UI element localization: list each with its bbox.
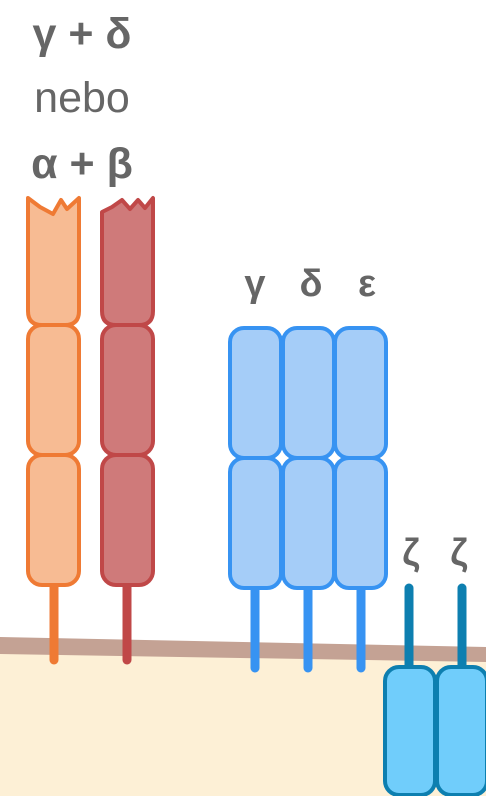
alpha-domain-1 — [26, 196, 81, 327]
epsilon-label: ε — [358, 263, 376, 305]
zeta-chains — [383, 583, 486, 796]
zeta-2-domain — [435, 665, 486, 796]
zeta-2-label: ζ — [450, 532, 468, 574]
cd3-chains — [228, 326, 388, 673]
beta-domain-1 — [100, 196, 155, 327]
gamma-label: γ — [244, 263, 265, 305]
cd3-gamma-domain-lower — [228, 456, 283, 590]
alpha-domain-3 — [26, 453, 81, 587]
beta-domain-3 — [100, 453, 155, 587]
cd3-epsilon-domain-upper — [333, 326, 388, 460]
or-word-label: nebo — [34, 74, 130, 122]
cd3-delta-domain-lower — [281, 456, 336, 590]
cd3-delta-domain-upper — [281, 326, 336, 460]
cd3-gamma-domain-upper — [228, 326, 283, 460]
top-option-label: γ + δ — [33, 10, 132, 58]
zeta-1-label: ζ — [402, 532, 420, 574]
delta-label: δ — [299, 263, 322, 305]
bottom-option-label: α + β — [31, 140, 133, 188]
zeta-1-domain — [383, 665, 437, 796]
alpha-domain-2 — [26, 323, 81, 457]
cytoplasm-area — [0, 650, 486, 796]
beta-domain-2 — [100, 323, 155, 457]
alpha-chain — [26, 196, 81, 665]
cd3-epsilon-domain-lower — [333, 456, 388, 590]
beta-chain — [100, 196, 155, 665]
